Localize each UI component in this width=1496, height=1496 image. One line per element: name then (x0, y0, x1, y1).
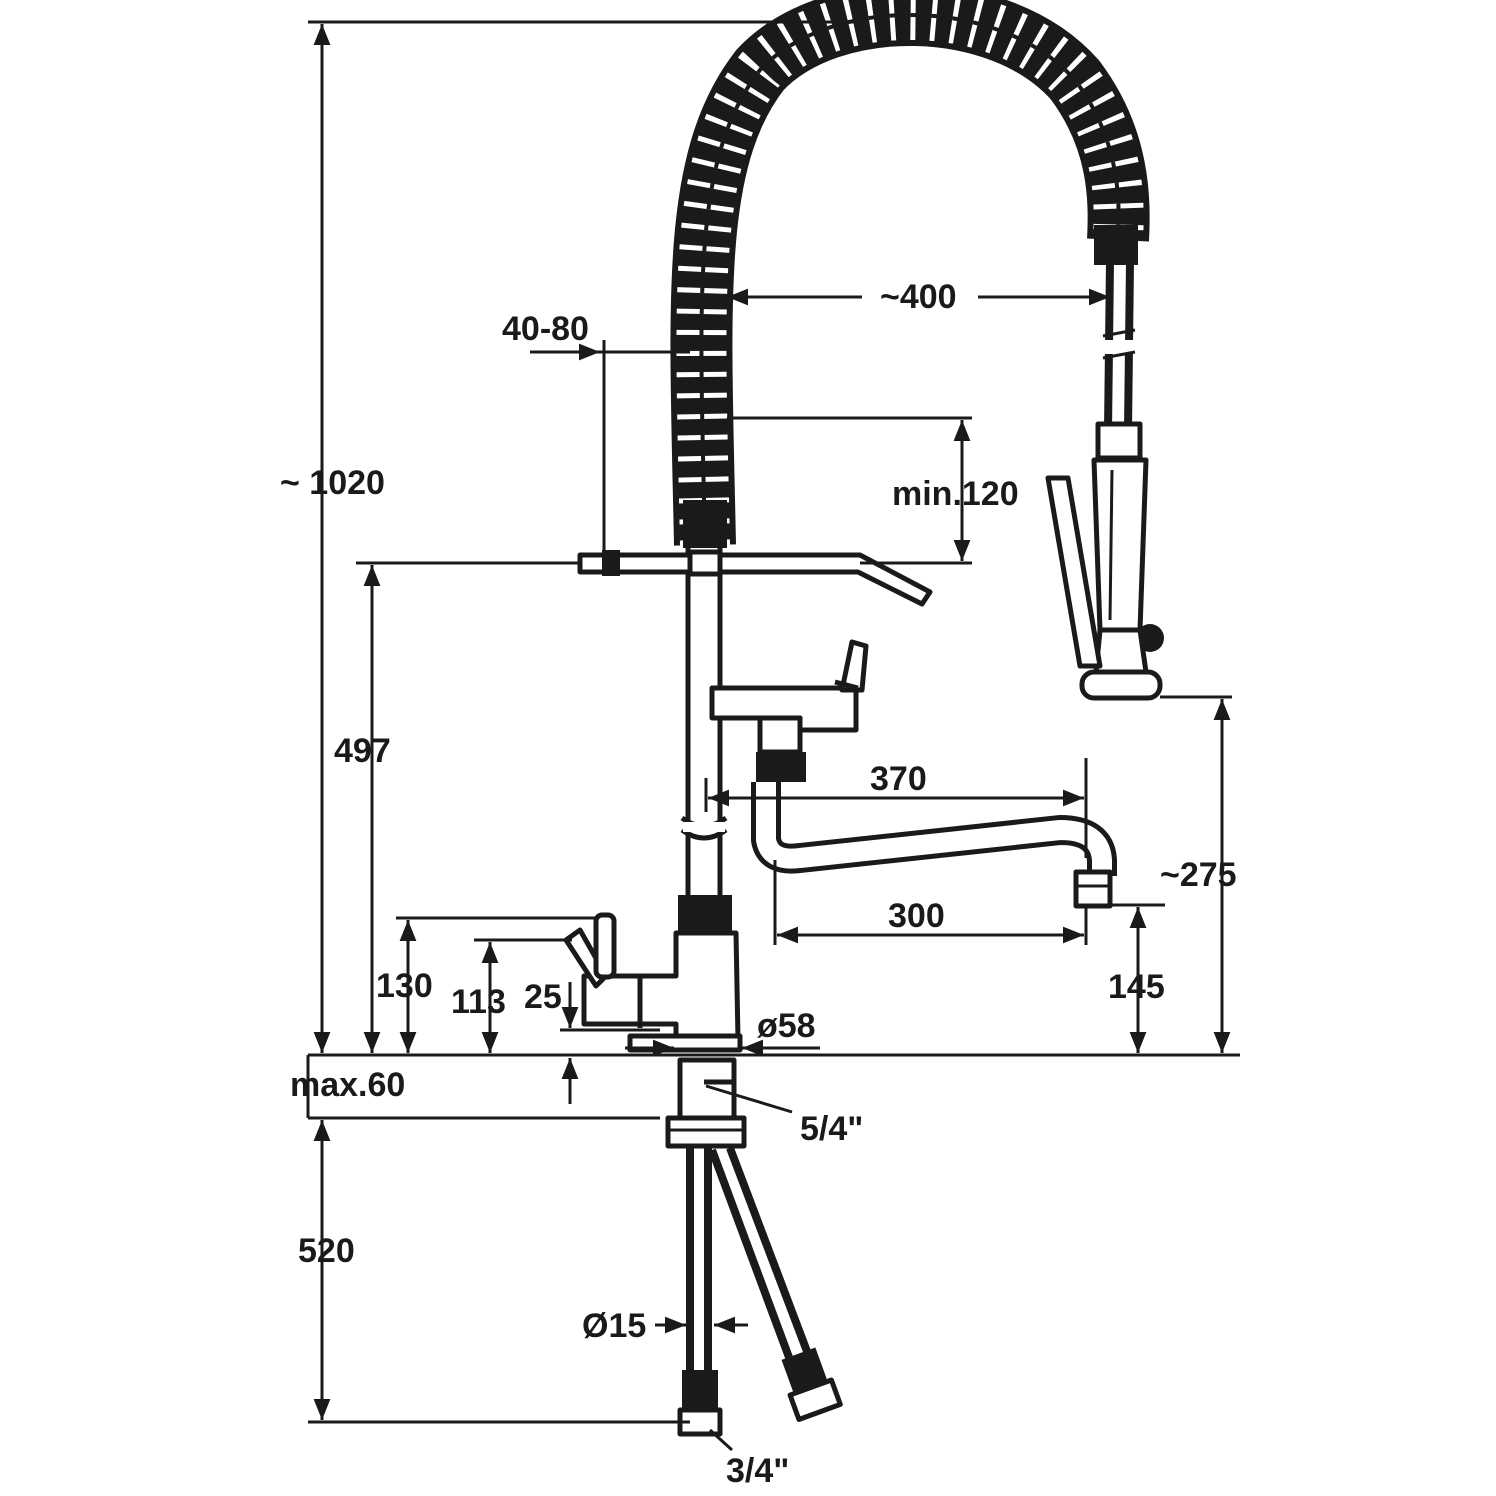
dim-hose-connection: 3/4" (726, 1452, 789, 1490)
dim-lever-height-113: 113 (451, 983, 506, 1021)
dim-spout-reach-lower: 300 (888, 897, 945, 935)
dim-max-deck-thickness: max.60 (290, 1066, 405, 1104)
dim-column-height: 497 (334, 732, 391, 770)
supply-hoses (677, 1146, 843, 1437)
dim-lever-height-130: 130 (376, 967, 433, 1005)
column (680, 548, 728, 895)
mounting-shank (665, 1057, 747, 1149)
coil-collar-top (1094, 225, 1138, 265)
dim-hose-diameter: Ø15 (582, 1307, 646, 1345)
dim-hose-length: 520 (298, 1232, 355, 1270)
dim-shank-thread: 5/4" (800, 1110, 863, 1148)
dim-hose-reach: ~400 (880, 278, 957, 316)
spout-valve (709, 639, 869, 755)
dim-spout-reach-upper: 370 (870, 760, 927, 798)
spray-head (1045, 421, 1164, 701)
mixer-lever (563, 912, 617, 989)
spring-coil (670, 0, 1150, 546)
wall-bracket (577, 549, 933, 607)
dim-min-clearance: min.120 (892, 475, 1019, 513)
dim-base-diameter: ø58 (757, 1007, 816, 1045)
dim-spout-outlet-height: 145 (1108, 968, 1165, 1006)
coil-collar-bottom (683, 500, 727, 548)
dim-lever-offset: 25 (524, 978, 562, 1016)
dim-wall-offset: 40-80 (502, 310, 589, 348)
dim-total-height: ~ 1020 (280, 464, 385, 502)
swing-spout (751, 752, 1117, 909)
dim-spray-head-height: ~275 (1160, 856, 1237, 894)
spray-hose (1102, 261, 1136, 431)
